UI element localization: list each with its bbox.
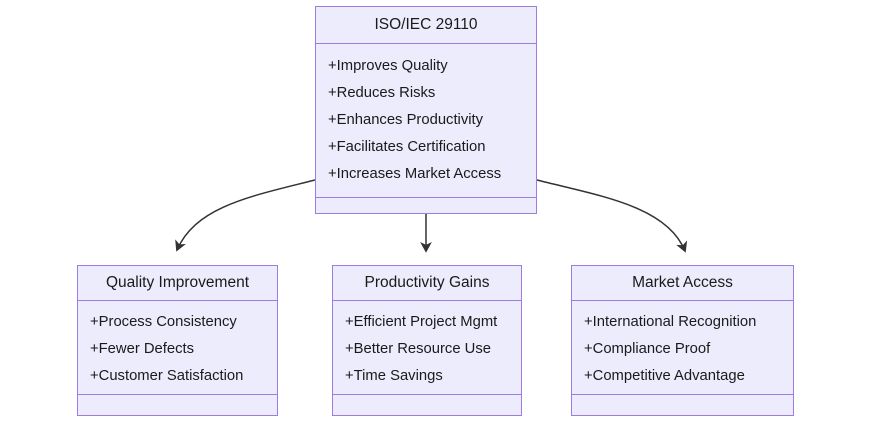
class-node-iso-iec-29110[interactable]: ISO/IEC 29110 +Improves Quality +Reduces… xyxy=(315,6,537,214)
class-node-quality-improvement[interactable]: Quality Improvement +Process Consistency… xyxy=(77,265,278,416)
attribute-item: +Compliance Proof xyxy=(584,341,711,357)
class-methods xyxy=(78,394,277,415)
attribute-item: +Customer Satisfaction xyxy=(90,368,244,384)
class-methods xyxy=(316,197,536,213)
edge-root-to-quality xyxy=(175,179,316,252)
attribute-item: +Efficient Project Mgmt xyxy=(345,314,498,330)
attribute-item: +Process Consistency xyxy=(90,314,237,330)
class-methods xyxy=(572,394,793,415)
class-attributes: +International Recognition +Compliance P… xyxy=(572,301,793,394)
class-attributes: +Process Consistency +Fewer Defects +Cus… xyxy=(78,301,277,394)
class-attributes: +Efficient Project Mgmt +Better Resource… xyxy=(333,301,521,394)
edge-root-to-market xyxy=(536,179,688,253)
attribute-item: +International Recognition xyxy=(584,314,757,330)
attribute-item: +Enhances Productivity xyxy=(328,112,484,128)
attribute-item: +Increases Market Access xyxy=(328,166,502,182)
attribute-item: +Time Savings xyxy=(345,368,443,384)
attribute-item: +Better Resource Use xyxy=(345,341,491,357)
class-title: Quality Improvement xyxy=(78,266,277,301)
attribute-item: +Fewer Defects xyxy=(90,341,195,357)
attribute-item: +Competitive Advantage xyxy=(584,368,745,384)
class-title: ISO/IEC 29110 xyxy=(316,7,536,44)
attribute-item: +Reduces Risks xyxy=(328,85,436,101)
class-title: Market Access xyxy=(572,266,793,301)
attribute-item: +Improves Quality xyxy=(328,58,448,74)
attribute-item: +Facilitates Certification xyxy=(328,139,486,155)
class-methods xyxy=(333,394,521,415)
class-attributes: +Improves Quality +Reduces Risks +Enhanc… xyxy=(316,44,536,197)
class-node-productivity-gains[interactable]: Productivity Gains +Efficient Project Mg… xyxy=(332,265,522,416)
class-title: Productivity Gains xyxy=(333,266,521,301)
class-node-market-access[interactable]: Market Access +International Recognition… xyxy=(571,265,794,416)
